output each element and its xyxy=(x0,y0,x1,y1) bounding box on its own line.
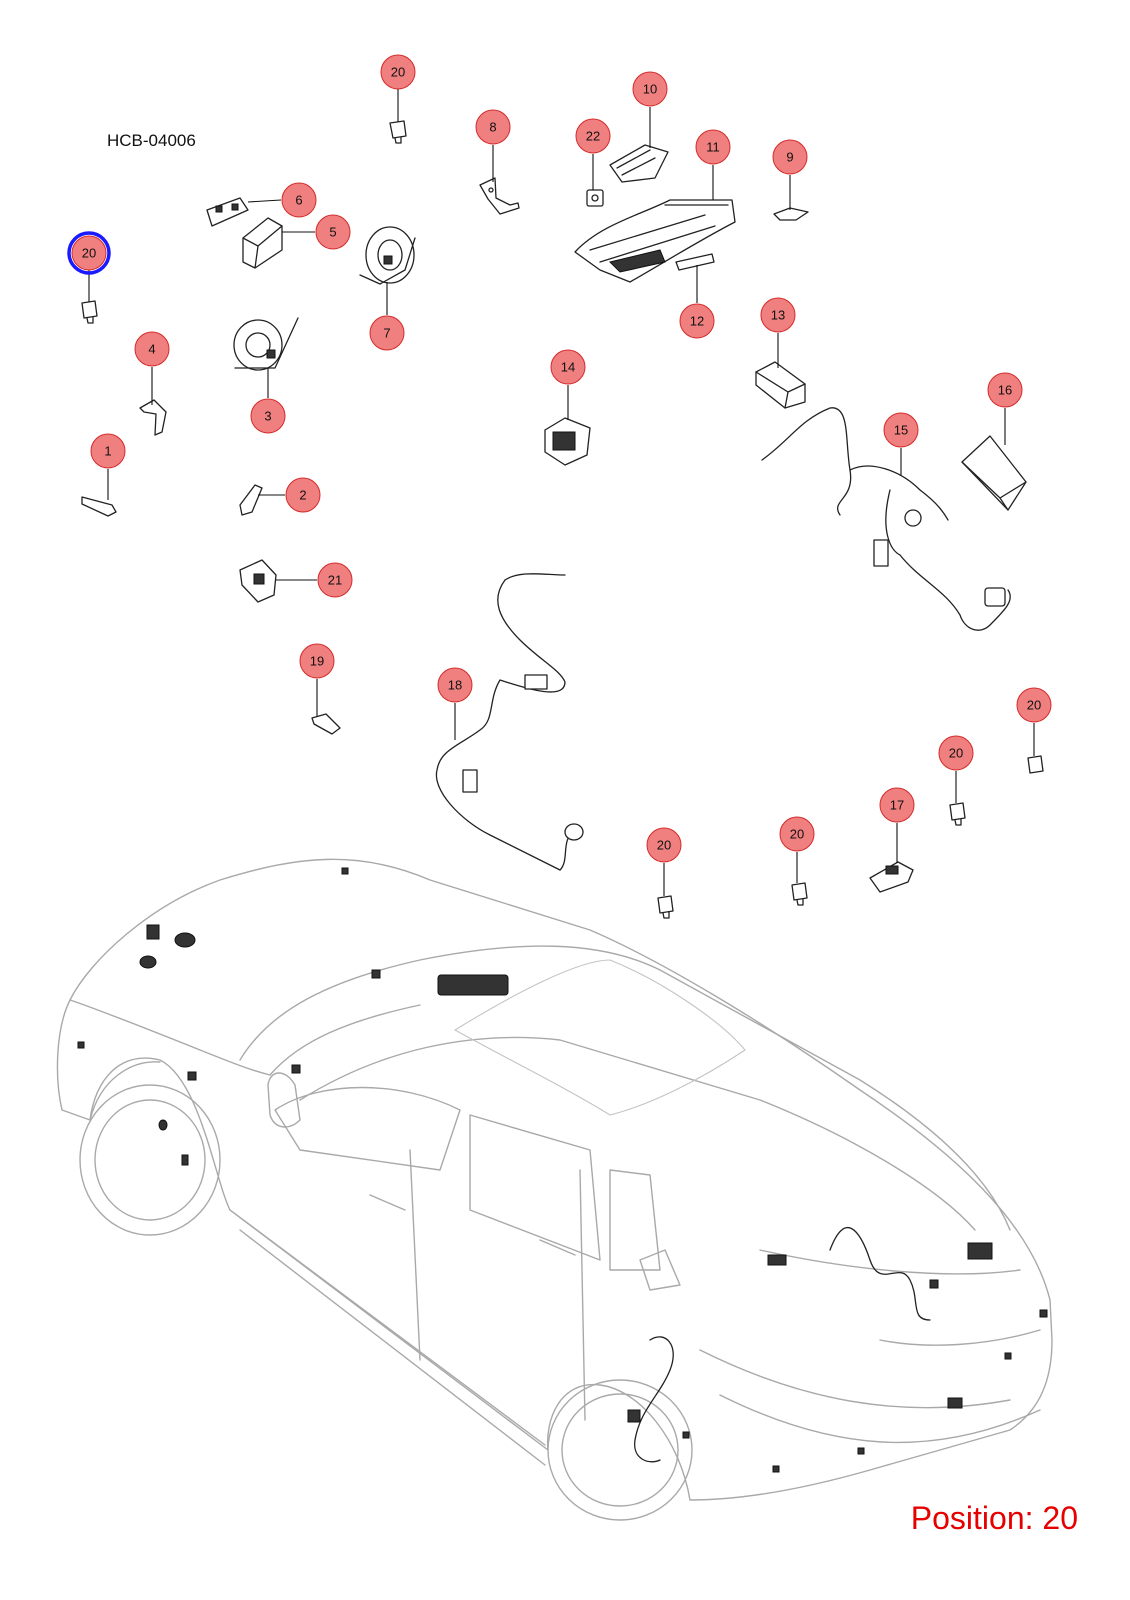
highlight-ring xyxy=(67,231,111,275)
callout: 19 xyxy=(299,643,335,679)
callout: 20 xyxy=(1016,687,1052,723)
callout: 18 xyxy=(437,667,473,703)
part-13-module xyxy=(755,361,806,409)
svg-text:2: 2 xyxy=(299,488,306,503)
position-label: Position: 20 xyxy=(910,1500,1078,1536)
part-20-fastener-mid-1 xyxy=(657,895,674,919)
leader-lines xyxy=(88,89,1035,896)
part-19-sensor xyxy=(311,713,341,735)
callout: 7 xyxy=(369,315,405,351)
svg-text:21: 21 xyxy=(328,573,342,588)
callouts: 20 8 10 22 11 9 6 5 20 7 12 4 3 13 14 16… xyxy=(67,54,1052,863)
part-14-module xyxy=(544,417,591,466)
part-20-fastener-right-1 xyxy=(1027,755,1044,774)
callout: 20 xyxy=(938,735,974,771)
svg-text:10: 10 xyxy=(643,82,657,97)
svg-text:13: 13 xyxy=(771,308,785,323)
callout: 10 xyxy=(632,71,668,107)
callout: 12 xyxy=(679,303,715,339)
part-17-handle xyxy=(869,861,914,893)
vehicle-part-markers xyxy=(77,867,1048,1473)
callout: 8 xyxy=(475,109,511,145)
svg-text:20: 20 xyxy=(657,838,671,853)
svg-text:20: 20 xyxy=(790,827,804,842)
callout: 20 xyxy=(380,54,416,90)
callout: 16 xyxy=(987,372,1023,408)
part-8-bracket xyxy=(479,177,520,215)
part-15-harness xyxy=(761,407,1011,631)
svg-text:20: 20 xyxy=(1027,698,1041,713)
callout: 1 xyxy=(90,433,126,469)
svg-text:20: 20 xyxy=(949,746,963,761)
svg-text:20: 20 xyxy=(391,65,405,80)
svg-text:18: 18 xyxy=(448,678,462,693)
svg-text:17: 17 xyxy=(890,798,904,813)
part-9-sensor xyxy=(773,207,809,221)
callout: 4 xyxy=(134,331,170,367)
callout: 22 xyxy=(575,118,611,154)
svg-text:12: 12 xyxy=(690,314,704,329)
part-5-control-module xyxy=(242,217,283,269)
svg-text:6: 6 xyxy=(295,193,302,208)
part-20-fastener-right-2 xyxy=(949,802,966,826)
svg-text:5: 5 xyxy=(329,225,336,240)
callout: 9 xyxy=(772,139,808,175)
callout: 2 xyxy=(285,477,321,513)
callout: 11 xyxy=(695,129,731,165)
svg-text:16: 16 xyxy=(998,383,1012,398)
callout: 13 xyxy=(760,297,796,333)
svg-text:1: 1 xyxy=(104,444,111,459)
part-10-module xyxy=(609,144,669,183)
svg-text:20: 20 xyxy=(82,246,96,261)
callout: 15 xyxy=(883,412,919,448)
part-12-strip xyxy=(675,253,715,271)
part-7-horn xyxy=(359,226,416,285)
part-2-sensor xyxy=(239,484,263,516)
part-11-overhead-console xyxy=(574,199,736,283)
part-16-control-unit xyxy=(961,435,1027,511)
svg-text:4: 4 xyxy=(148,342,155,357)
callout: 17 xyxy=(879,787,915,823)
callout-highlighted: 20 xyxy=(67,231,111,275)
svg-text:3: 3 xyxy=(264,409,271,424)
svg-text:7: 7 xyxy=(383,326,390,341)
svg-text:8: 8 xyxy=(489,120,496,135)
callout: 5 xyxy=(315,214,351,250)
svg-text:11: 11 xyxy=(706,140,720,155)
part-22-clip xyxy=(586,189,604,207)
svg-text:19: 19 xyxy=(310,654,324,669)
diagram-code: HCB-04006 xyxy=(107,131,196,150)
part-20-fastener-mid-2 xyxy=(791,882,808,906)
vehicle-outline xyxy=(56,858,1053,1521)
part-21-module xyxy=(239,559,277,603)
callout: 3 xyxy=(250,398,286,434)
part-4-bracket xyxy=(139,399,167,436)
callout: 21 xyxy=(317,562,353,598)
svg-text:22: 22 xyxy=(586,129,600,144)
callout: 6 xyxy=(281,182,317,218)
part-3-horn xyxy=(233,317,299,371)
part-20-fastener-top xyxy=(389,120,407,144)
part-6-bracket xyxy=(206,197,249,227)
callout: 20 xyxy=(779,816,815,852)
svg-text:15: 15 xyxy=(894,423,908,438)
callout: 14 xyxy=(550,349,586,385)
part-18-harness xyxy=(435,573,584,871)
part-1-sensor xyxy=(81,496,117,517)
svg-text:14: 14 xyxy=(561,360,575,375)
svg-text:9: 9 xyxy=(786,150,793,165)
callout: 20 xyxy=(646,827,682,863)
part-20-fastener-highlighted xyxy=(81,300,98,324)
